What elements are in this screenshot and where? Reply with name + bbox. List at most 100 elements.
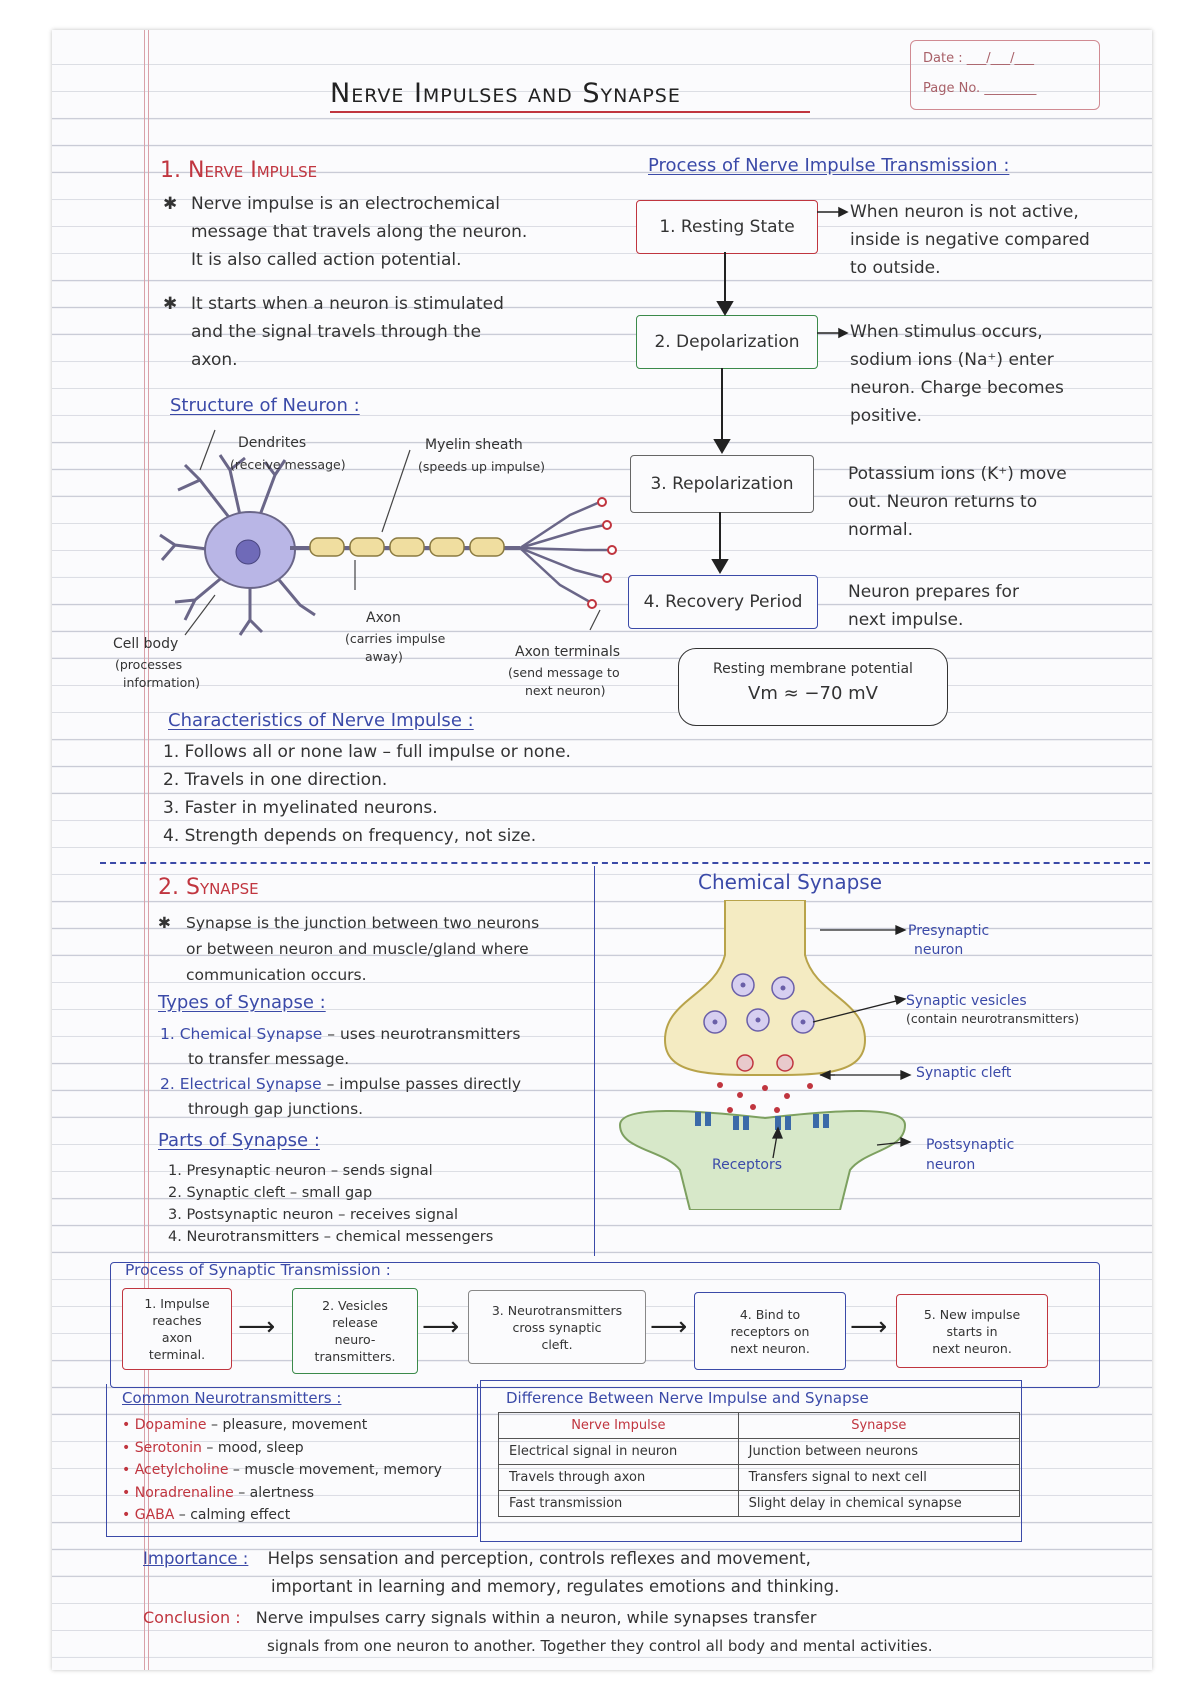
structure-heading: Structure of Neuron : (170, 395, 360, 416)
desc-line: positive. (850, 406, 923, 426)
desc-line: normal. (848, 520, 913, 540)
list-item: 4. Strength depends on frequency, not si… (163, 826, 537, 846)
myelin-note: (speeds up impulse) (418, 459, 546, 474)
step-line: receptors on (730, 1323, 810, 1339)
section2-heading: 2. Synapse (158, 875, 259, 900)
step-recovery-period: 4. Recovery Period (628, 575, 818, 629)
list-item: • Noradrenaline – alertness (122, 1484, 315, 1501)
desc-line: to outside. (850, 258, 941, 278)
neurotransmitter-name: Acetylcholine (134, 1462, 229, 1478)
parts-heading: Parts of Synapse : (158, 1130, 320, 1151)
desc-line: sodium ions (Na⁺) enter (850, 350, 1054, 370)
cell-body-label: Cell body (113, 636, 179, 652)
table-row: Travels through axon Transfers signal to… (498, 1464, 1021, 1491)
neurotransmitter-name: Noradrenaline (134, 1484, 234, 1501)
dendrites-drawing (159, 454, 316, 636)
synapse-pointers (771, 924, 912, 1159)
list-item: 3. Postsynaptic neuron – receives signal (168, 1207, 459, 1223)
importance-block: Importance : Helps sensation and percept… (143, 1545, 839, 1601)
label-line: Postsynaptic (926, 1137, 1015, 1153)
conclusion-text: signals from one neuron to another. Toge… (267, 1637, 933, 1655)
step-repolarization: 3. Repolarization (630, 455, 814, 513)
transmission-step-1: 1. Impulse reaches axon terminal. (122, 1288, 232, 1370)
table-row: Electrical signal in neuron Junction bet… (498, 1438, 1021, 1465)
date-label: Date : ___/___/___ (923, 51, 1034, 66)
date-box: Date : ___/___/___ Page No. ________ (910, 40, 1100, 110)
axon-terminal-knobs (587, 497, 617, 609)
list-item: • Serotonin – mood, sleep (122, 1439, 304, 1456)
label-pointers (184, 429, 601, 636)
characteristics-list: 1. Follows all or none law – full impuls… (163, 738, 571, 850)
bullet-1-line: message that travels along the neuron. (191, 222, 528, 242)
transmission-step-2: 2. Vesicles release neuro- transmitters. (292, 1288, 418, 1374)
receptors-label: Receptors (712, 1157, 783, 1173)
axon-note: away) (365, 649, 403, 664)
table-cell: Transfers signal to next cell (737, 1464, 1021, 1491)
step-line: 1. Impulse (144, 1296, 210, 1311)
cell-body-note: (processes (115, 657, 183, 672)
title-underline (330, 111, 810, 113)
label-line: Presynaptic (908, 923, 990, 939)
chemical-synapse-desc: – uses neurotransmitters (322, 1025, 521, 1043)
synapse-diagram (618, 900, 912, 1210)
notebook-page (52, 30, 1152, 1670)
bullet-line: or between neuron and muscle/gland where (186, 940, 529, 958)
list-item: 4. Neurotransmitters – chemical messenge… (168, 1229, 494, 1245)
desc-line: Neuron prepares for (848, 582, 1019, 602)
difference-heading: Difference Between Nerve Impulse and Syn… (506, 1389, 869, 1407)
arrow-right-icon: ⟶ (650, 1312, 688, 1342)
parts-list: 1. Presynaptic neuron – sends signal 2. … (168, 1160, 493, 1248)
conclusion-label: Conclusion : (143, 1608, 241, 1627)
step-line: next neuron. (730, 1340, 810, 1356)
column-header-nerve-impulse: Nerve Impulse (498, 1412, 739, 1439)
bullet-1-line: Nerve impulse is an electrochemical (191, 194, 500, 214)
axon-label: Axon (366, 610, 401, 626)
desc-line: inside is negative compared (850, 230, 1090, 250)
axon-terminal-branches (519, 500, 610, 604)
table-header-row: Nerve Impulse Synapse (498, 1412, 1021, 1439)
step-line: release (332, 1315, 378, 1330)
chemical-synapse-term: 1. Chemical Synapse (160, 1025, 323, 1043)
step-line: 4. Bind to (739, 1306, 801, 1322)
nucleus-shape (235, 539, 261, 565)
step-line: next neuron. (932, 1340, 1012, 1356)
axon-terminals-note: next neuron) (525, 683, 606, 698)
list-item: 2. Travels in one direction. (163, 770, 388, 790)
step-line: neuro- (334, 1332, 376, 1347)
transmission-step-3: 3. Neurotransmitters cross synaptic clef… (468, 1290, 646, 1364)
step-line: reaches (152, 1313, 202, 1328)
step-resting-state: 1. Resting State (636, 200, 818, 254)
electrical-synapse-term: 2. Electrical Synapse (160, 1075, 322, 1093)
importance-text: Helps sensation and perception, controls… (267, 1549, 811, 1568)
vesicle-dots (712, 982, 806, 1025)
section1-heading: 1. Nerve Impulse (160, 158, 318, 183)
list-item: • Dopamine – pleasure, movement (122, 1417, 368, 1433)
receptors (695, 1112, 829, 1130)
resting-potential-value: Vm ≈ −70 mV (748, 683, 878, 704)
resting-potential-label: Resting membrane potential (713, 661, 913, 677)
axon-terminals-label: Axon terminals (515, 644, 621, 660)
bullet-2-line: It starts when a neuron is stimulated (191, 294, 504, 314)
desc-line: neuron. Charge becomes (850, 378, 1064, 398)
importance-text: important in learning and memory, regula… (271, 1577, 840, 1596)
step-line: cleft. (541, 1336, 573, 1352)
chemical-synapse-desc: to transfer message. (188, 1050, 350, 1068)
myelin-segments (309, 537, 505, 557)
column-divider (594, 866, 595, 1256)
neuron-diagram (159, 429, 617, 636)
side-arrows (817, 206, 849, 339)
dendrites-note: (receive message) (230, 457, 346, 472)
margin-line (144, 30, 145, 1670)
step-line: starts in (946, 1323, 998, 1339)
bullet-star-icon: ✱ (163, 294, 178, 314)
neurotransmitter-effect: – alertness (233, 1484, 315, 1501)
step-resting-desc: When neuron is not active, inside is neg… (850, 198, 1090, 282)
neurotransmitters-list: • Dopamine – pleasure, movement • Seroto… (122, 1414, 442, 1527)
postsynaptic-label: Postsynaptic neuron (926, 1135, 1014, 1175)
types-heading: Types of Synapse : (158, 992, 326, 1013)
neurotransmitter-effect: – mood, sleep (201, 1439, 304, 1456)
desc-line: When neuron is not active, (850, 202, 1079, 222)
arrow-right-icon: ⟶ (850, 1312, 888, 1342)
electrical-synapse-desc: – impulse passes directly (321, 1075, 522, 1093)
bullet-line: communication occurs. (186, 966, 367, 984)
